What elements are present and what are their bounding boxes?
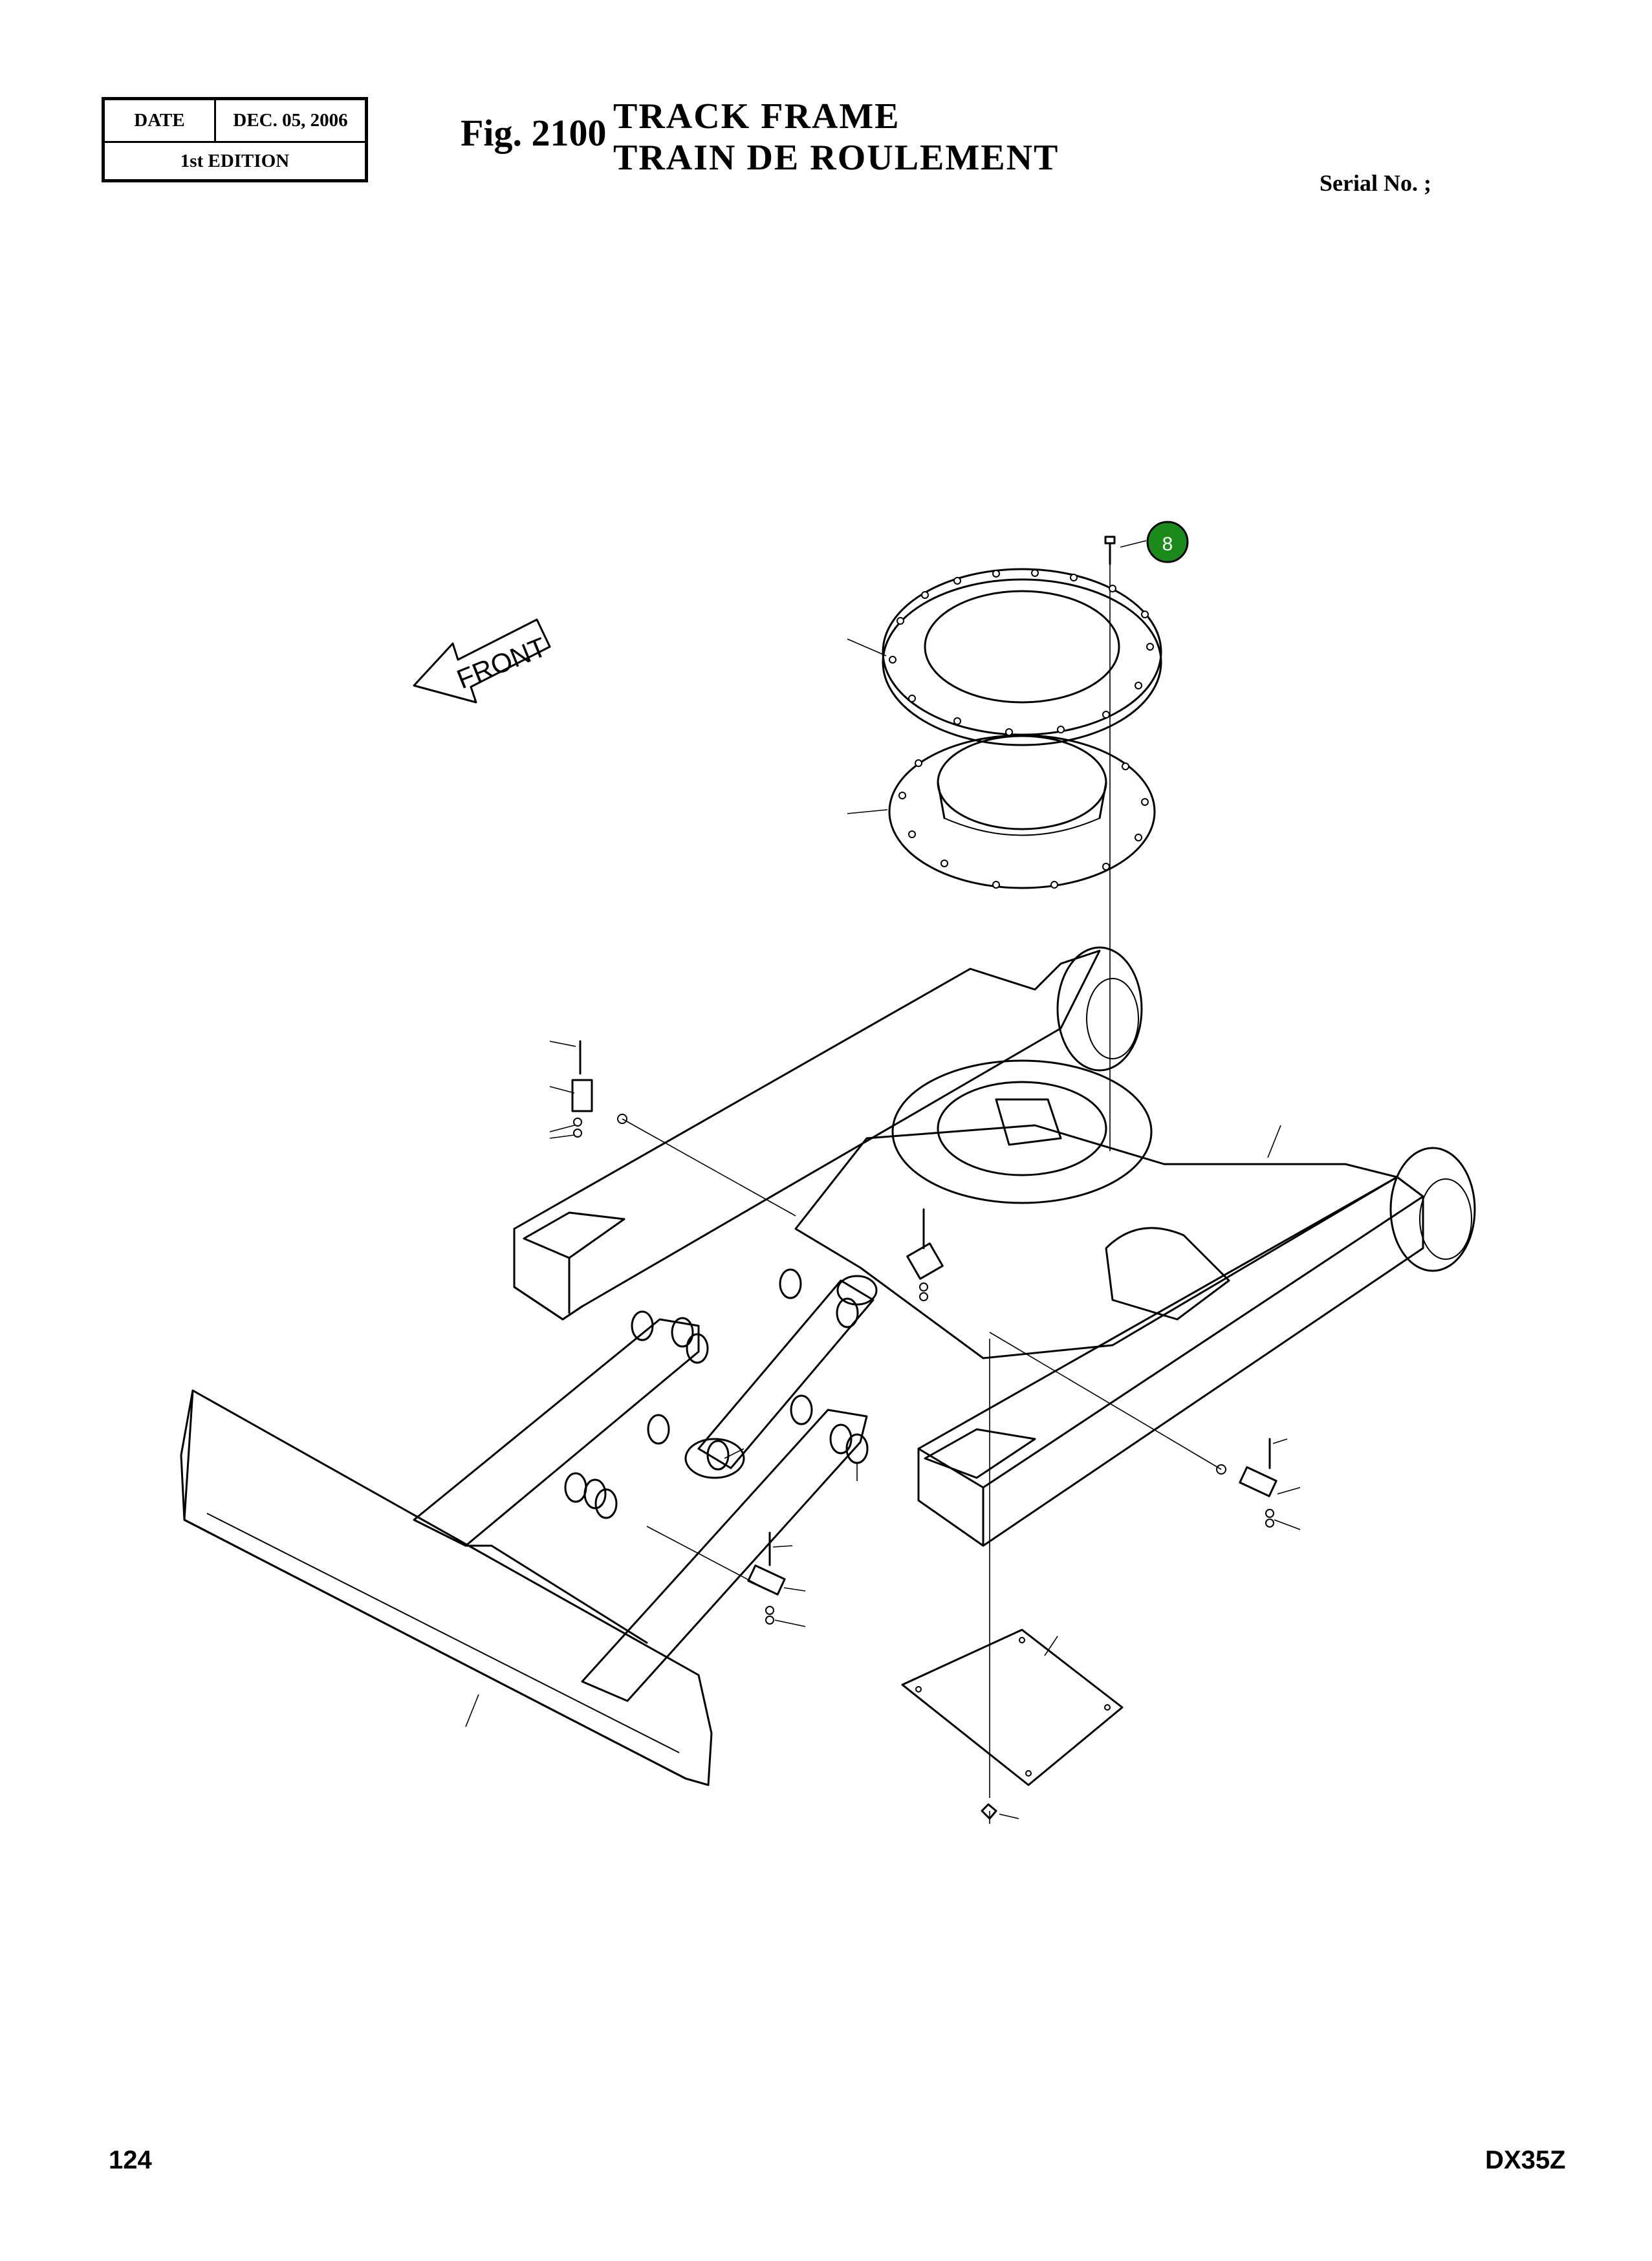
date-value: DEC. 05, 2006 [233,110,348,131]
blade-cylinder [684,1275,878,1479]
callout-number: 8 [1162,534,1173,555]
page-number: 124 [109,2146,152,2174]
bolt-top-icon [1104,536,1116,565]
date-edition-box: DATE DEC. 05, 2006 1st EDITION [102,97,368,182]
dozer-blade [180,1389,713,1786]
swing-bearing-ring [882,568,1162,746]
explosion-lines [622,1118,1222,1824]
front-label: FRONT [452,631,550,695]
date-label: DATE [105,100,216,141]
leader-lines [549,1041,1301,1627]
figure-number: Fig. 2100 [461,112,607,154]
front-arrow: FRONT [413,618,551,704]
bushing-group-bottom [564,1472,618,1519]
edition-label: 1st EDITION [180,150,290,171]
title-french: TRAIN DE ROULEMENT [613,138,1060,178]
bottom-bolt-icon [981,1803,997,1820]
blade-arms [413,1318,868,1702]
date-row: DATE DEC. 05, 2006 [105,100,365,143]
pin-set-center [906,1208,944,1301]
title-english: TRACK FRAME [613,96,900,136]
pin-set-left [571,1040,627,1138]
bushing-group-upper [631,1268,859,1364]
serial-number-label: Serial No. ; [1320,170,1431,196]
model-name: DX35Z [1485,2146,1566,2174]
spacer-plate [888,734,1156,889]
callout-8[interactable]: 8 [1146,521,1189,563]
track-frame [513,946,1476,1547]
callout-bubble[interactable] [1146,521,1189,563]
under-cover-plate [901,1628,1124,1786]
bushing-group-lower [647,1394,869,1471]
pin-set-right [1216,1438,1277,1528]
